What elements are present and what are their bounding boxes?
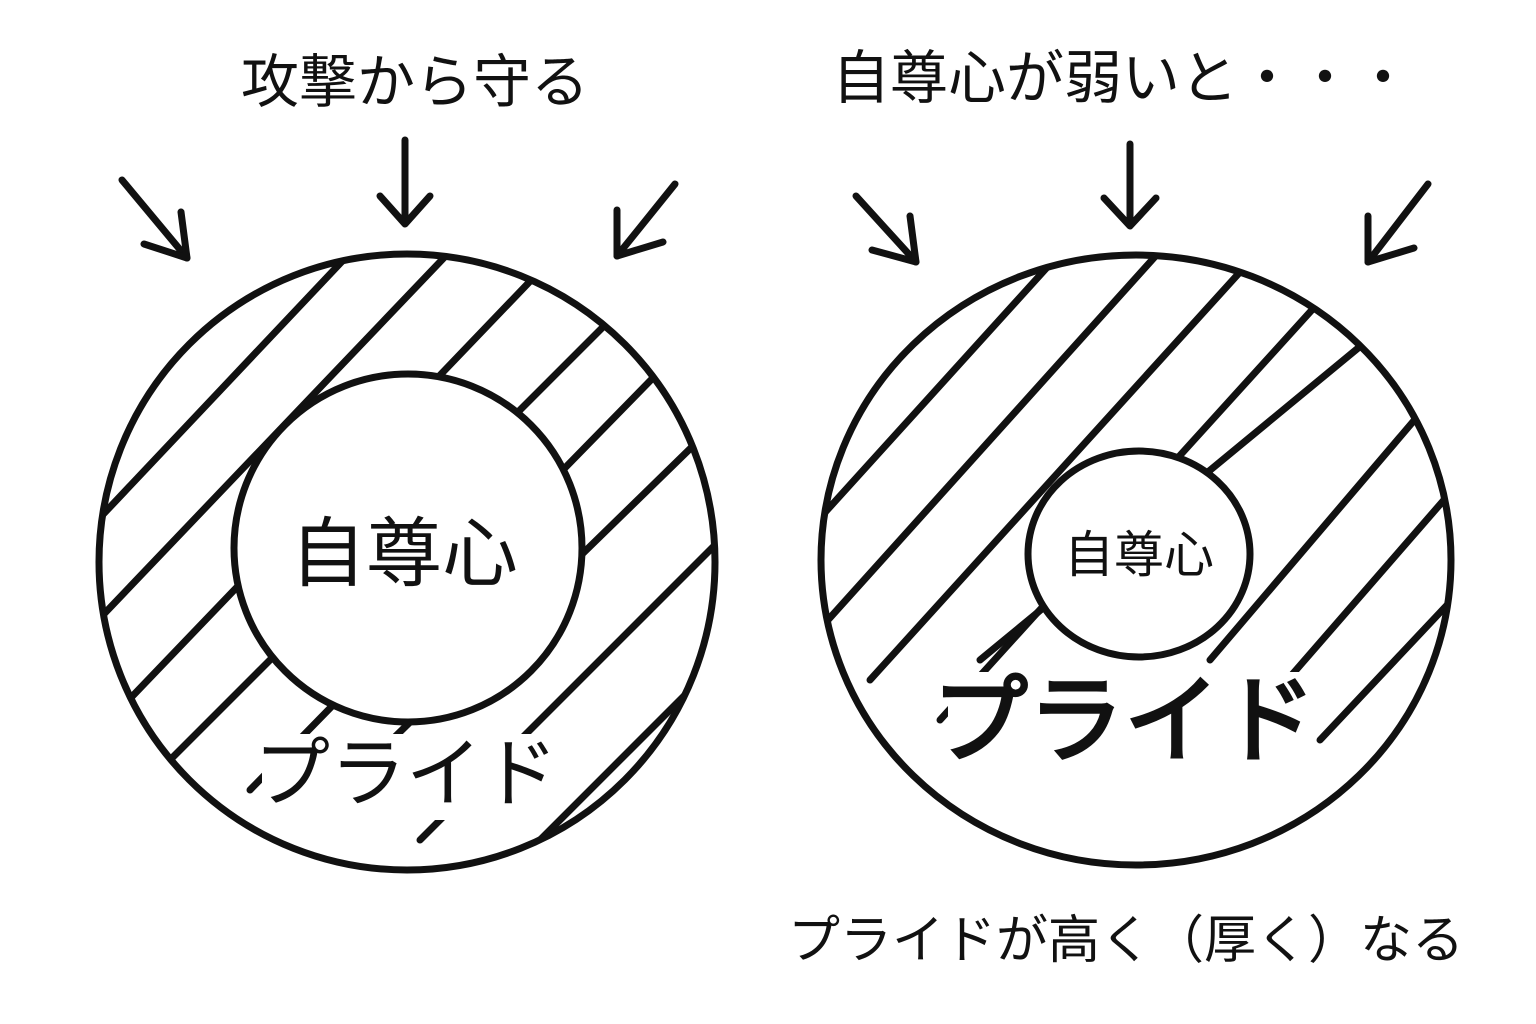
left-label-backdrop [262,734,550,820]
left-arrow-down [376,136,434,228]
right-label-backdrop [948,672,1300,776]
left-self-esteem-core [230,370,586,726]
left-arrow-diagonal-left [118,176,191,262]
right-heading: 自尊心が弱いと・・・ [832,44,1412,112]
left-pride-ring [95,250,719,874]
left-panel: 攻撃から守る [95,48,719,874]
right-self-esteem-core [1024,447,1254,661]
right-caption: プライドが高く（厚く）なる [788,911,1464,971]
right-pride-ring [817,251,1455,869]
left-attack-arrows [118,136,679,262]
left-outer-label: プライド [254,729,558,818]
right-arrow-diagonal-right [1364,180,1432,266]
left-core-label: 自尊心 [290,509,518,598]
right-arrow-down [1100,140,1160,230]
right-pride-hatching [821,255,1451,744]
left-heading: 攻撃から守る [241,48,589,116]
left-arrow-diagonal-right [613,180,679,260]
right-panel: 自尊心が弱いと・・・ [788,44,1464,971]
right-attack-arrows [852,140,1432,266]
right-outer-label: プライド [932,665,1316,777]
right-arrow-diagonal-left [852,192,920,266]
right-core-label: 自尊心 [1064,526,1214,584]
